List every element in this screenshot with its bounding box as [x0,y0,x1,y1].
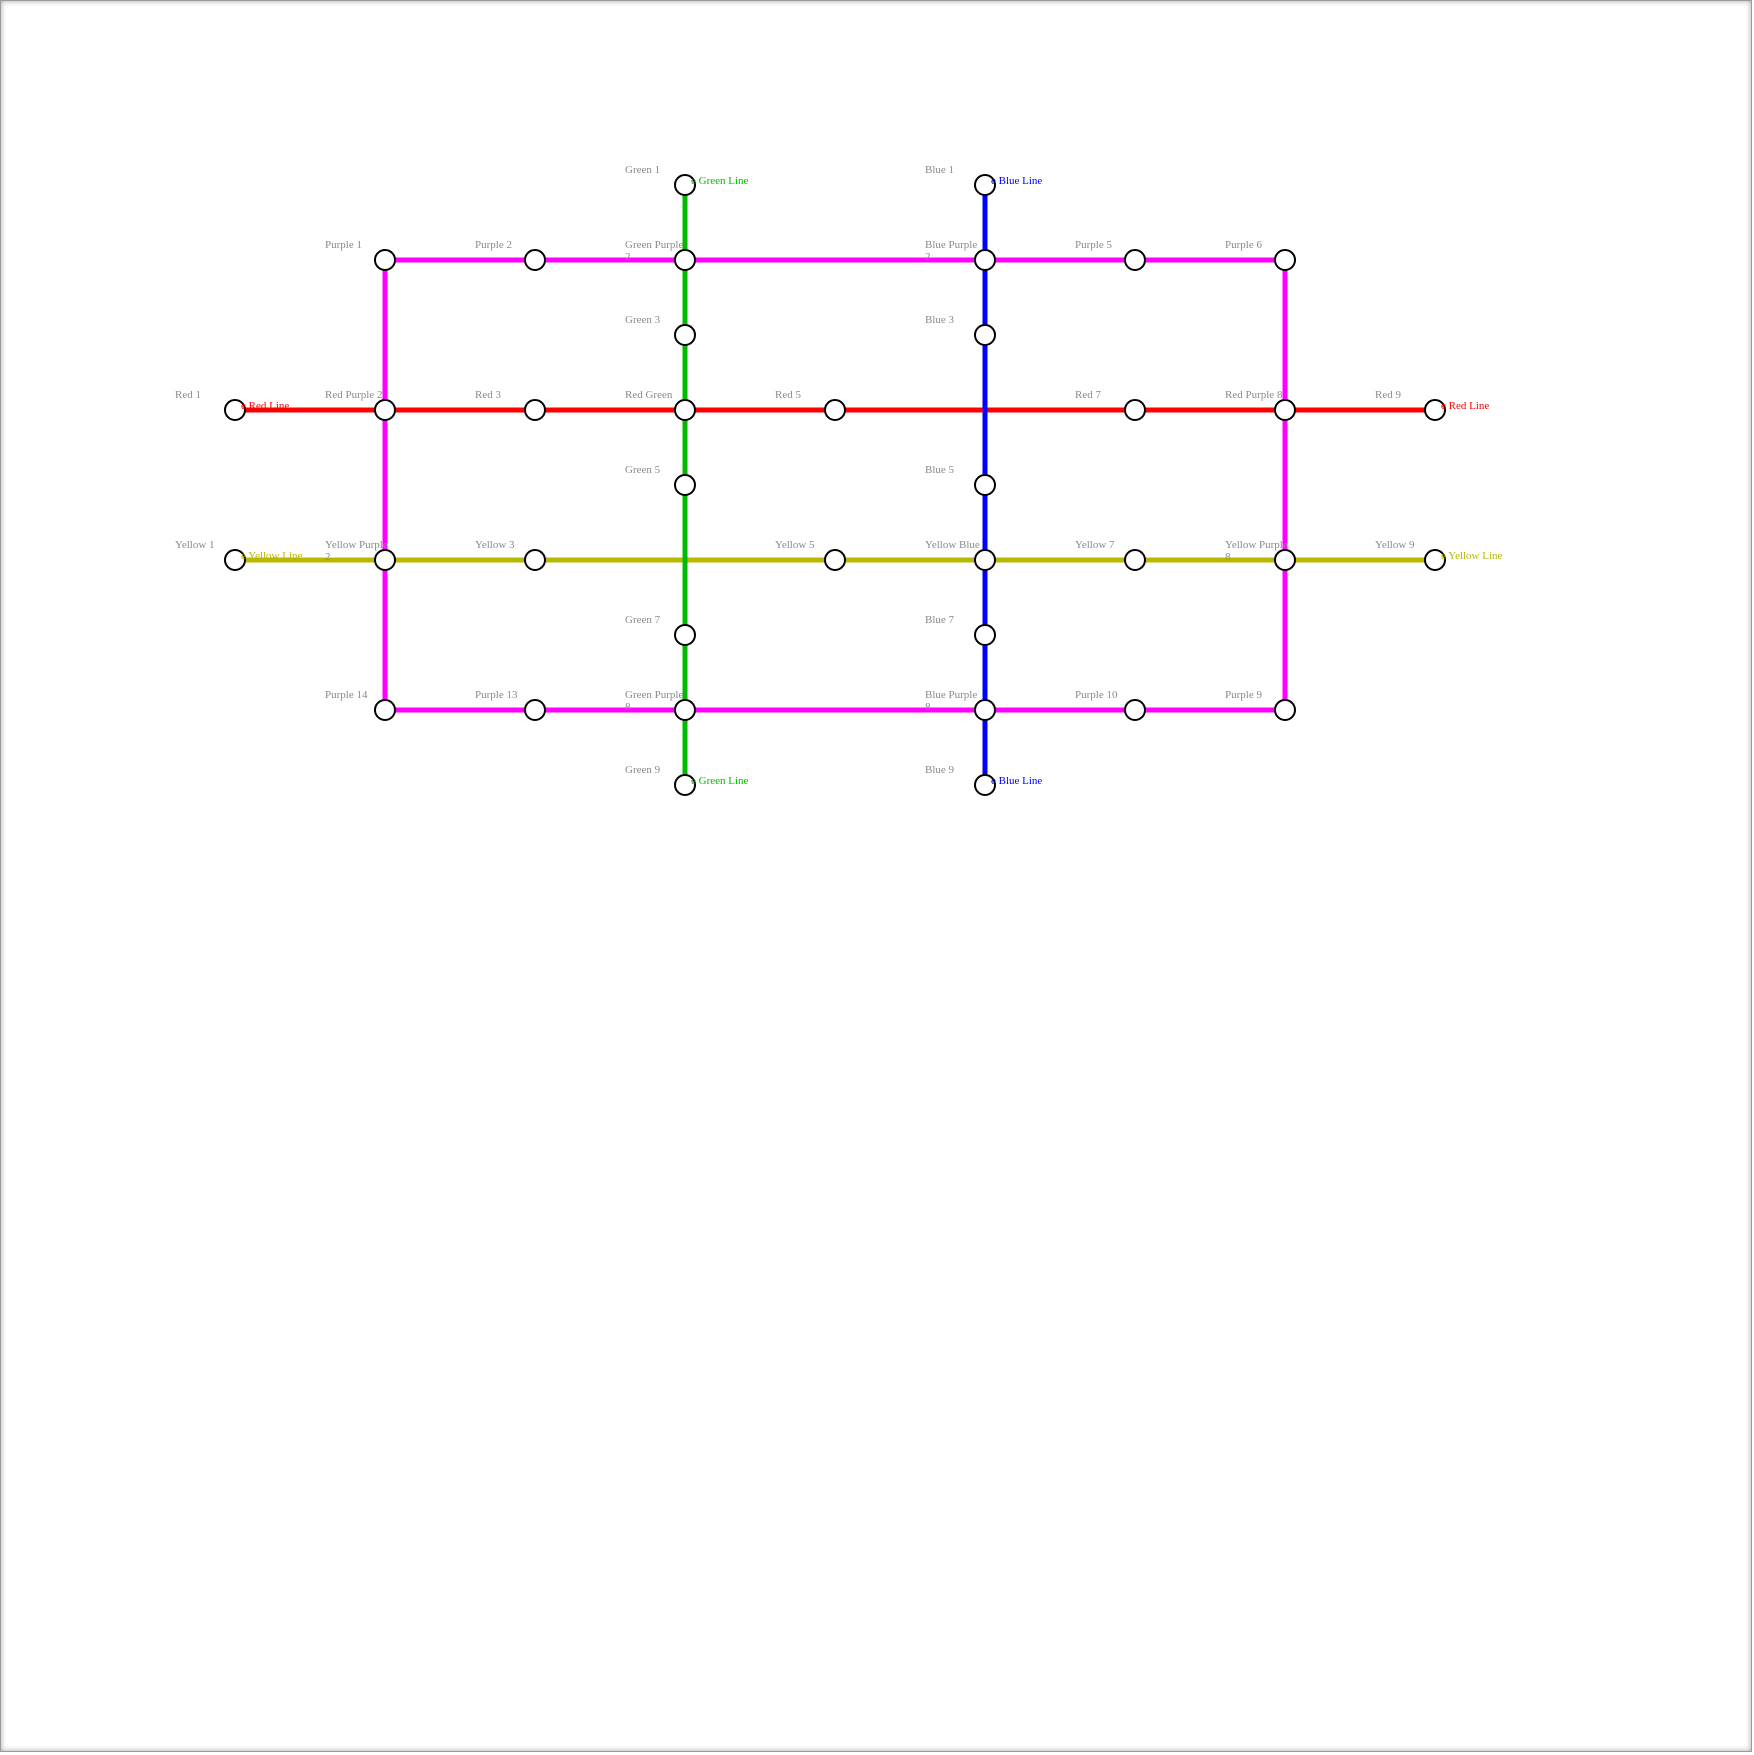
station-labels: Red 1 Red Purple 2 Red 3 Red Green Red 5 Red … [175,164,1415,776]
station-green-purple-8[interactable] [674,699,696,721]
station-red-5[interactable] [824,399,846,421]
station-red-3[interactable] [524,399,546,421]
station-label-green-3: Green 3 [625,314,661,326]
station-label-purple-10: Purple 10 [1075,689,1118,701]
station-yellow-5[interactable] [824,549,846,571]
station-yellow-9[interactable] [1424,549,1446,571]
station-label-blue-5: Blue 5 [925,464,955,476]
station-label-blue-3: Blue 3 [925,314,955,326]
station-purple-9[interactable] [1274,699,1296,721]
terminal-label-yellow-1: e Yellow Line [241,550,303,562]
terminal-label-green-1: e Green Line [691,175,749,187]
station-label-green-7: Green 7 [625,614,661,626]
terminal-label-green-9: e Green Line [691,775,749,787]
station-red-green[interactable] [674,399,696,421]
station-label-green-5: Green 5 [625,464,661,476]
station-yellow-blue[interactable] [974,549,996,571]
station-label-red-purple-2: Red Purple 2 [325,389,382,401]
station-label-yellow-7: Yellow 7 [1075,539,1115,551]
station-label-yellow-9: Yellow 9 [1375,539,1415,551]
station-green-3[interactable] [674,324,696,346]
purple-line [382,257,1288,713]
terminal-label-red-1: e Red Line [241,400,289,412]
station-label-yellow-5: Yellow 5 [775,539,815,551]
station-label-purple-1: Purple 1 [325,239,362,251]
station-label-yellow-1: Yellow 1 [175,539,215,551]
station-red-1[interactable] [224,399,246,421]
station-purple-2[interactable] [524,249,546,271]
terminal-label-red-9: e Red Line [1441,400,1489,412]
station-purple-6[interactable] [1274,249,1296,271]
station-label-red-5: Red 5 [775,389,801,401]
station-label-red-1: Red 1 [175,389,201,401]
station-label-red-green: Red Green [625,389,673,401]
terminal-label-blue-1: e Blue Line [991,175,1042,187]
station-blue-3[interactable] [974,324,996,346]
station-yellow-purple-8[interactable] [1274,549,1296,571]
stations-layer [224,174,1446,796]
station-blue-purple-2[interactable] [974,249,996,271]
station-blue-purple-8[interactable] [974,699,996,721]
station-label-green-1: Green 1 [625,164,660,176]
station-label-yellow-3: Yellow 3 [475,539,515,551]
terminal-label-blue-9: e Blue Line [991,775,1042,787]
station-label-purple-13: Purple 13 [475,689,518,701]
station-purple-1[interactable] [374,249,396,271]
station-blue-1[interactable] [974,174,996,196]
station-purple-13[interactable] [524,699,546,721]
station-red-9[interactable] [1424,399,1446,421]
station-yellow-3[interactable] [524,549,546,571]
station-yellow-1[interactable] [224,549,246,571]
station-label-yellow-blue: Yellow Blue [925,539,980,551]
station-green-5[interactable] [674,474,696,496]
station-yellow-7[interactable] [1124,549,1146,571]
terminal-labels: e Red Line e Red Line e Yellow Line e Yello… [241,175,1503,787]
station-green-1[interactable] [674,174,696,196]
station-yellow-purple-2[interactable] [374,549,396,571]
station-label-purple-6: Purple 6 [1225,239,1262,251]
station-label-purple-5: Purple 5 [1075,239,1112,251]
station-purple-5[interactable] [1124,249,1146,271]
station-label-red-3: Red 3 [475,389,501,401]
station-label-blue-9: Blue 9 [925,764,955,776]
station-red-7[interactable] [1124,399,1146,421]
station-purple-14[interactable] [374,699,396,721]
station-blue-5[interactable] [974,474,996,496]
station-label-blue-1: Blue 1 [925,164,954,176]
station-label-purple-14: Purple 14 [325,689,368,701]
station-label-blue-7: Blue 7 [925,614,955,626]
terminal-label-yellow-9: e Yellow Line [1441,550,1503,562]
station-label-red-purple-8: Red Purple 8 [1225,389,1283,401]
station-label-purple-2: Purple 2 [475,239,512,251]
station-blue-9[interactable] [974,774,996,796]
station-green-purple-2[interactable] [674,249,696,271]
station-label-red-9: Red 9 [1375,389,1401,401]
station-green-9[interactable] [674,774,696,796]
station-label-purple-9: Purple 9 [1225,689,1262,701]
station-red-purple-8[interactable] [1274,399,1296,421]
station-blue-7[interactable] [974,624,996,646]
station-label-red-7: Red 7 [1075,389,1101,401]
station-green-7[interactable] [674,624,696,646]
station-red-purple-2[interactable] [374,399,396,421]
station-purple-10[interactable] [1124,699,1146,721]
station-label-green-9: Green 9 [625,764,661,776]
